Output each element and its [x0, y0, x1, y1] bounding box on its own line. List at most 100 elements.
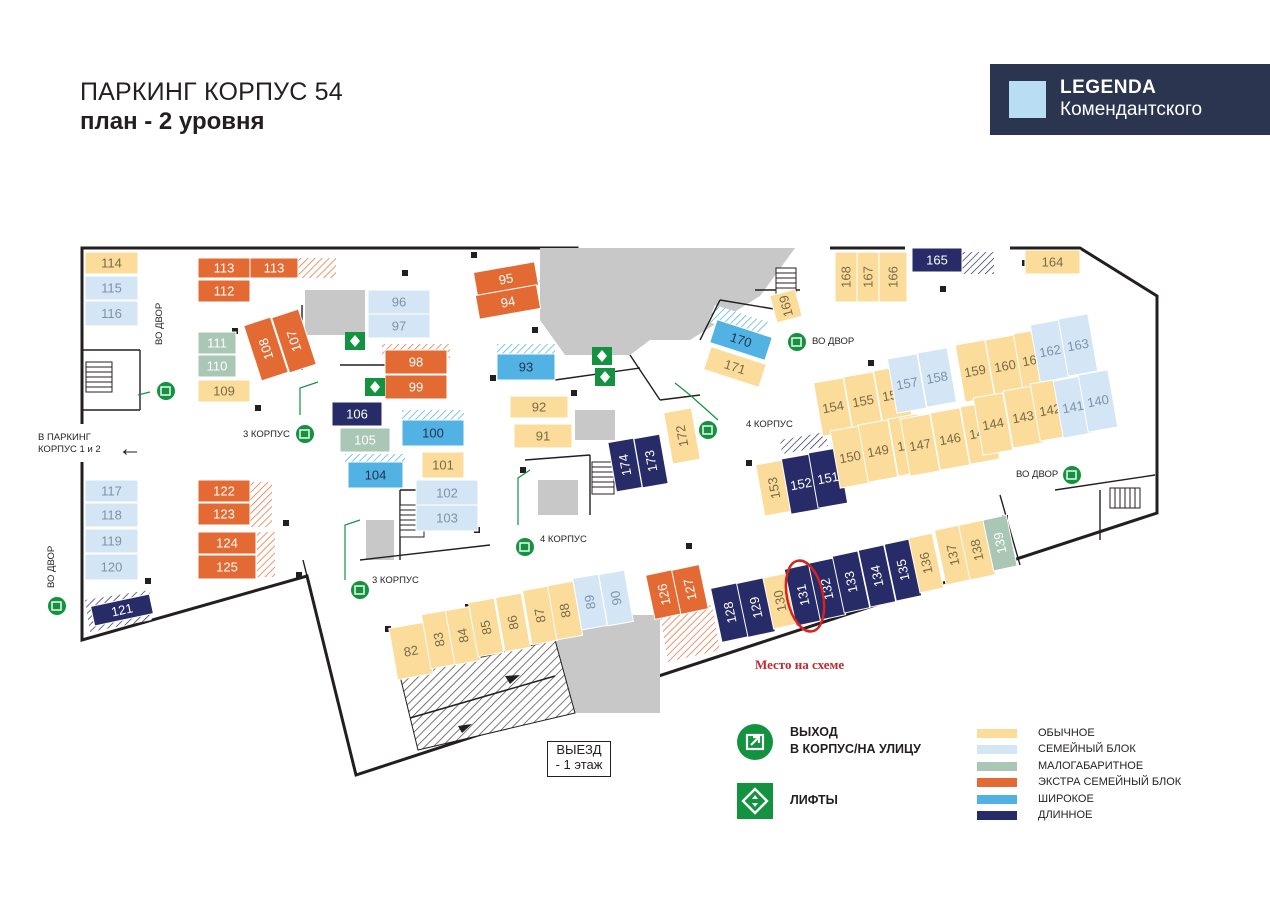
parking-spot-82[interactable]: 82 [388, 621, 434, 681]
parking-spot-87[interactable]: 87 [521, 585, 559, 646]
parking-spot-123[interactable]: 123 [197, 502, 251, 526]
parking-spot-106[interactable]: 106 [331, 401, 383, 427]
parking-spot-number: 136 [916, 551, 935, 575]
legend-label: ШИРОКОЕ [1038, 793, 1094, 805]
parking-spot-117[interactable]: 117 [84, 479, 139, 503]
parking-spot-146[interactable]: 146 [929, 407, 971, 471]
parking-spot-number: 134 [867, 564, 886, 588]
parking-spot-number: 109 [213, 384, 235, 399]
parking-spot-121[interactable]: 121 [89, 593, 155, 627]
parking-spot-98[interactable]: 98 [384, 349, 448, 375]
parking-spot-125[interactable]: 125 [197, 554, 257, 580]
parking-spot-85[interactable]: 85 [467, 597, 505, 658]
parking-spot-157[interactable]: 157 [886, 353, 928, 414]
parking-spot-120[interactable]: 120 [84, 553, 139, 581]
parking-spot-number: 107 [284, 328, 305, 353]
parking-spot-122[interactable]: 122 [197, 479, 251, 503]
parking-spot-number: 173 [642, 449, 661, 473]
parking-spot-92[interactable]: 92 [509, 395, 569, 419]
parking-spot-153[interactable]: 153 [755, 459, 793, 517]
parking-spot-number: 106 [346, 407, 368, 422]
parking-spot-107[interactable]: 107 [271, 308, 317, 374]
parking-spot-114[interactable]: 114 [84, 251, 139, 275]
parking-spot-170[interactable]: 170 [709, 318, 773, 362]
parking-spot-111[interactable]: 111 [197, 331, 237, 355]
parking-spot-163[interactable]: 163 [1057, 313, 1099, 377]
parking-spot-number: 146 [938, 430, 962, 449]
parking-spot-115[interactable]: 115 [84, 275, 139, 301]
parking-spot-104[interactable]: 104 [347, 461, 404, 489]
parking-spot-fill [197, 279, 251, 303]
parking-spot-127[interactable]: 127 [671, 563, 709, 616]
parking-spot-105[interactable]: 105 [339, 427, 391, 453]
parking-spot-fill [197, 554, 257, 580]
parking-spot-113[interactable]: 113 [249, 257, 299, 279]
parking-spot-97[interactable]: 97 [367, 313, 431, 339]
parking-spot-158[interactable]: 158 [916, 347, 958, 408]
parking-spot-fill [84, 479, 139, 503]
parking-spot-fill [84, 528, 139, 554]
parking-spot-162[interactable]: 162 [1029, 319, 1071, 383]
parking-spot-133[interactable]: 133 [831, 550, 871, 614]
parking-spot-173[interactable]: 173 [633, 433, 669, 489]
parking-spot-155[interactable]: 155 [842, 371, 884, 431]
parking-spot-number: 123 [213, 507, 235, 522]
parking-spot-number: 108 [256, 336, 277, 361]
parking-spot-149[interactable]: 149 [857, 419, 899, 483]
parking-spot-fill [474, 284, 542, 320]
parking-spot-136[interactable]: 136 [907, 532, 945, 594]
parking-spot-number: 129 [746, 595, 765, 619]
parking-spot-number: 102 [436, 486, 458, 501]
parking-spot-number: 167 [861, 266, 876, 288]
parking-spot-94[interactable]: 94 [474, 284, 542, 320]
parking-spot-89[interactable]: 89 [572, 573, 608, 631]
parking-spot-number: 158 [925, 368, 949, 387]
parking-spot-174[interactable]: 174 [607, 437, 643, 493]
parking-spot-103[interactable]: 103 [415, 504, 479, 532]
parking-spot-86[interactable]: 86 [494, 592, 532, 653]
parking-spot-fill [89, 593, 155, 627]
parking-spot-102[interactable]: 102 [415, 479, 479, 507]
parking-spot-number: 94 [500, 293, 517, 310]
parking-spot-165[interactable]: 165 [911, 247, 963, 273]
parking-spot-139[interactable]: 139 [982, 514, 1018, 572]
parking-spot-147[interactable]: 147 [899, 413, 941, 477]
parking-spot-160[interactable]: 160 [984, 334, 1026, 398]
parking-spot-119[interactable]: 119 [84, 528, 139, 554]
parking-spot-109[interactable]: 109 [197, 379, 251, 403]
parking-spot-108[interactable]: 108 [243, 316, 289, 382]
parking-spot-number: 153 [765, 476, 784, 500]
parking-spot-90[interactable]: 90 [598, 569, 634, 627]
parking-spot-118[interactable]: 118 [84, 502, 139, 528]
parking-spot-164[interactable]: 164 [1024, 249, 1081, 275]
parking-spot-144[interactable]: 144 [972, 392, 1014, 456]
parking-spot-140[interactable]: 140 [1077, 369, 1119, 433]
parking-spot-99[interactable]: 99 [384, 374, 448, 400]
parking-spot-number: 152 [789, 475, 813, 494]
lift-key-icon [737, 783, 773, 819]
parking-spot-171[interactable]: 171 [703, 345, 767, 389]
parking-spot-100[interactable]: 100 [401, 419, 465, 447]
parking-spot-134[interactable]: 134 [857, 544, 897, 608]
parking-spot-167[interactable]: 167 [856, 251, 880, 303]
parking-spot-101[interactable]: 101 [421, 451, 465, 479]
parking-spot-fill [84, 300, 139, 327]
parking-spot-number: 172 [673, 424, 692, 448]
parking-spot-number: 84 [454, 627, 471, 644]
parking-spot-88[interactable]: 88 [546, 580, 584, 641]
parking-spot-169[interactable]: 169 [769, 288, 803, 324]
parking-spot-113[interactable]: 113 [197, 257, 251, 279]
parking-spot-91[interactable]: 91 [513, 423, 573, 449]
parking-spot-124[interactable]: 124 [197, 531, 257, 555]
parking-spot-112[interactable]: 112 [197, 279, 251, 303]
parking-spot-116[interactable]: 116 [84, 300, 139, 327]
parking-spot-110[interactable]: 110 [197, 354, 237, 378]
parking-spot-172[interactable]: 172 [663, 407, 701, 465]
parking-spot-96[interactable]: 96 [367, 289, 431, 315]
parking-spot-166[interactable]: 166 [878, 251, 908, 303]
parking-spot-93[interactable]: 93 [496, 353, 556, 381]
parking-spot-fill [197, 331, 237, 355]
parking-spot-number: 110 [207, 359, 228, 374]
parking-spot-number: 112 [214, 284, 235, 299]
parking-spot-168[interactable]: 168 [834, 251, 858, 303]
